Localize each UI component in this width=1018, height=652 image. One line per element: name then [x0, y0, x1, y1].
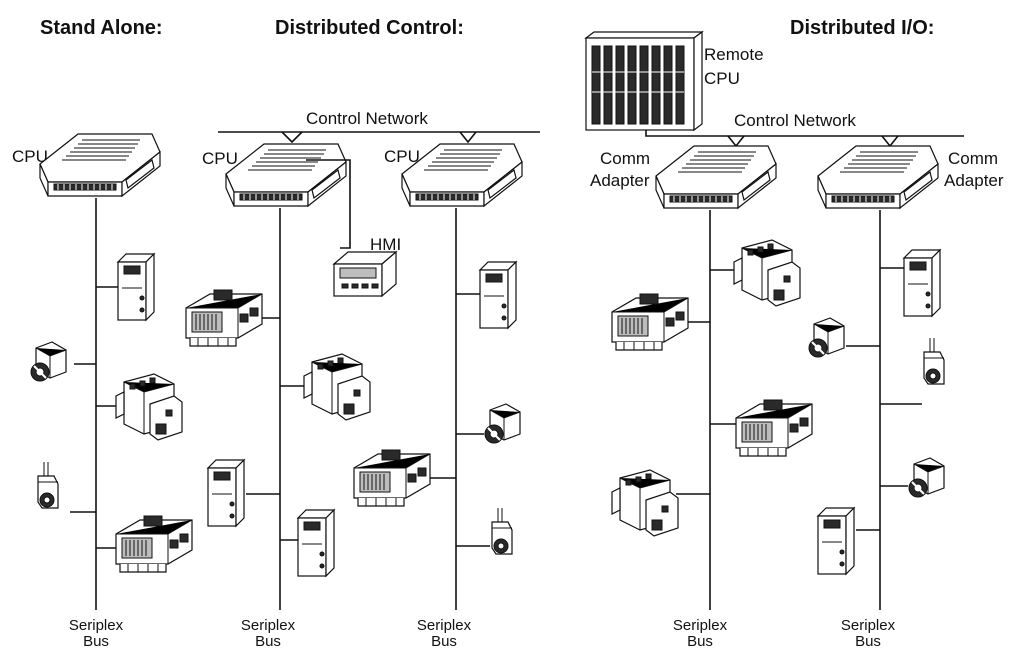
contactor — [303, 353, 371, 421]
bus-label: Seriplex — [841, 617, 896, 634]
contactor — [611, 469, 679, 537]
svg-text:Bus: Bus — [431, 633, 457, 650]
distributed-io-column-1: Comm Adapter Seriplex Bus — [590, 145, 813, 650]
hmi-label: HMI — [370, 235, 401, 254]
remote-cpu-label: Remote — [704, 45, 764, 64]
svg-text:Bus: Bus — [855, 633, 881, 650]
distributed-io-column-2: Comm Adapter Seriplex Bus — [808, 145, 1004, 650]
limit-switch — [923, 337, 945, 385]
comm-adapter-module — [655, 145, 777, 209]
din-io-module — [115, 515, 193, 573]
contactor — [733, 239, 801, 307]
limit-switch — [37, 461, 59, 509]
svg-text:Adapter: Adapter — [590, 171, 650, 190]
stand-alone-column: CPU Seriplex Bus — [12, 133, 193, 650]
bus-label: Seriplex — [69, 617, 124, 634]
selector-switch — [908, 457, 945, 498]
contactor — [115, 373, 183, 441]
cpu-label: CPU — [12, 147, 48, 166]
selector-switch — [808, 317, 845, 358]
svg-text:CPU: CPU — [704, 69, 740, 88]
cpu-label: CPU — [202, 149, 238, 168]
io-module — [817, 507, 855, 575]
io-module — [207, 459, 245, 527]
din-io-module — [185, 289, 263, 347]
din-io-module — [735, 399, 813, 457]
bus-label: Seriplex — [673, 617, 728, 634]
heading-distributed-io: Distributed I/O: — [790, 17, 934, 39]
io-module — [297, 509, 335, 577]
distributed-control-column-2: CPU Seriplex Bus — [353, 143, 523, 650]
io-module — [479, 261, 517, 329]
remote-cpu-group: Remote CPU Control Network — [585, 31, 964, 148]
heading-stand-alone: Stand Alone: — [40, 17, 163, 39]
din-io-module — [611, 293, 689, 351]
remote-cpu-rack — [585, 31, 703, 131]
control-network-label: Control Network — [306, 109, 428, 128]
bus-label: Seriplex — [241, 617, 296, 634]
din-io-module — [353, 449, 431, 507]
control-network-left: Control Network — [218, 109, 540, 144]
hmi-panel — [333, 251, 397, 297]
selector-switch — [484, 403, 521, 444]
selector-switch — [30, 341, 67, 382]
svg-text:Adapter: Adapter — [944, 171, 1004, 190]
comm-adapter-module — [817, 145, 939, 209]
cpu-module — [39, 133, 161, 197]
cpu-label: CPU — [384, 147, 420, 166]
io-module — [117, 253, 155, 321]
cpu-module — [225, 143, 347, 207]
distributed-control-column-1: CPU HMI Seriplex Bus — [185, 143, 401, 650]
io-module — [903, 249, 941, 317]
limit-switch — [491, 507, 513, 555]
svg-text:Bus: Bus — [83, 633, 109, 650]
comm-adapter-label: Comm — [948, 149, 998, 168]
svg-text:Bus: Bus — [687, 633, 713, 650]
bus-label: Seriplex — [417, 617, 472, 634]
svg-text:Bus: Bus — [255, 633, 281, 650]
control-network-label: Control Network — [734, 111, 856, 130]
comm-adapter-label: Comm — [600, 149, 650, 168]
cpu-module — [401, 143, 523, 207]
heading-distributed-control: Distributed Control: — [275, 17, 464, 39]
